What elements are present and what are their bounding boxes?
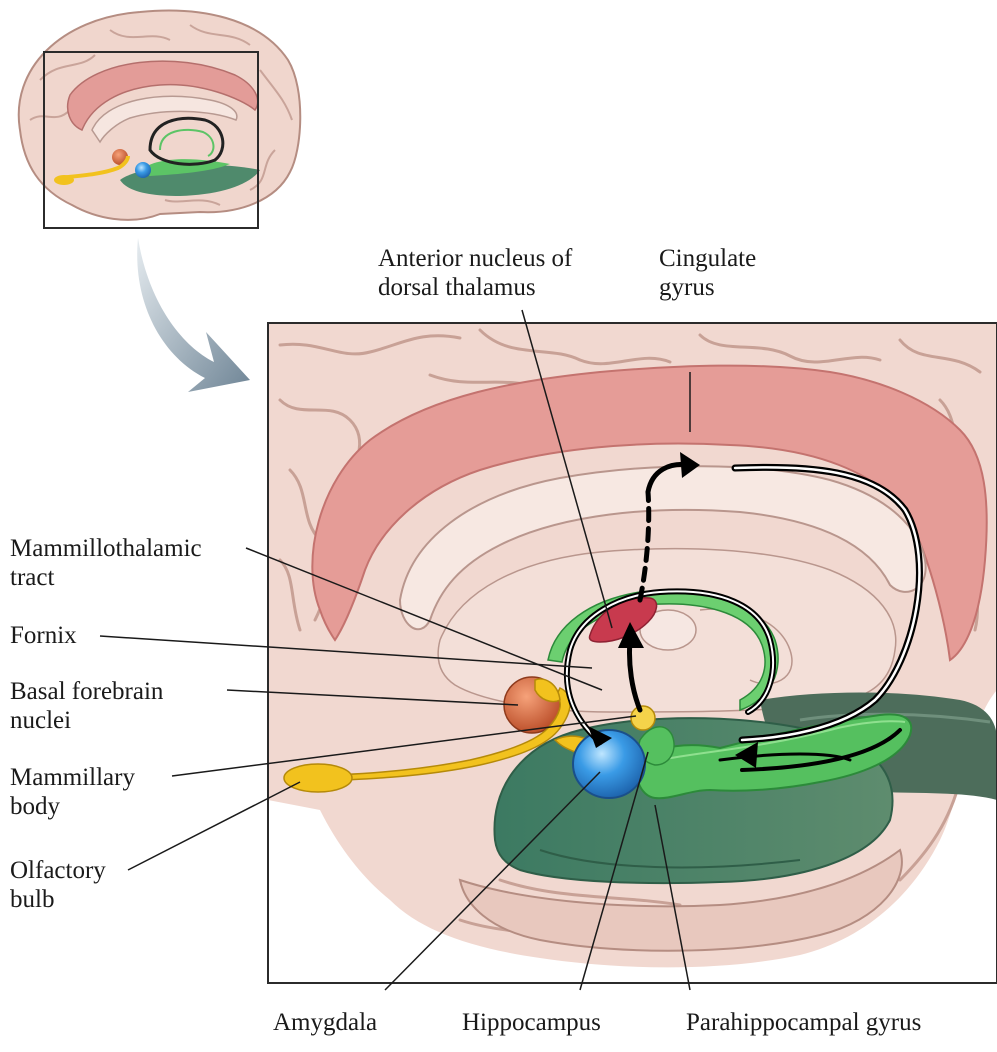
zoom-arrow [137,238,250,392]
label-line: Mammillothalamic [10,534,202,563]
label-basal-forebrain: Basal forebrain nuclei [10,677,163,735]
label-line: Basal forebrain [10,677,163,706]
label-parahippocampal-gyrus: Parahippocampal gyrus [686,1008,921,1037]
label-line: Parahippocampal gyrus [686,1008,921,1037]
label-mammillary-body: Mammillary body [10,763,135,821]
label-line: bulb [10,885,106,914]
label-line: gyrus [659,273,756,302]
label-hippocampus: Hippocampus [462,1008,601,1037]
label-cingulate-gyrus: Cingulate gyrus [659,244,756,302]
label-line: Hippocampus [462,1008,601,1037]
label-fornix: Fornix [10,621,77,650]
label-line: nuclei [10,706,163,735]
label-line: body [10,792,135,821]
label-line: Fornix [10,621,77,650]
main-brain [268,323,997,983]
label-line: dorsal thalamus [378,273,572,302]
label-line: Anterior nucleus of [378,244,572,273]
label-line: Cingulate [659,244,756,273]
label-mammillothalamic-tract: Mammillothalamic tract [10,534,202,592]
label-olfactory-bulb: Olfactory bulb [10,856,106,914]
label-amygdala: Amygdala [273,1008,377,1037]
label-line: Mammillary [10,763,135,792]
label-anterior-nucleus: Anterior nucleus of dorsal thalamus [378,244,572,302]
label-line: Olfactory [10,856,106,885]
label-line: tract [10,563,202,592]
label-line: Amygdala [273,1008,377,1037]
